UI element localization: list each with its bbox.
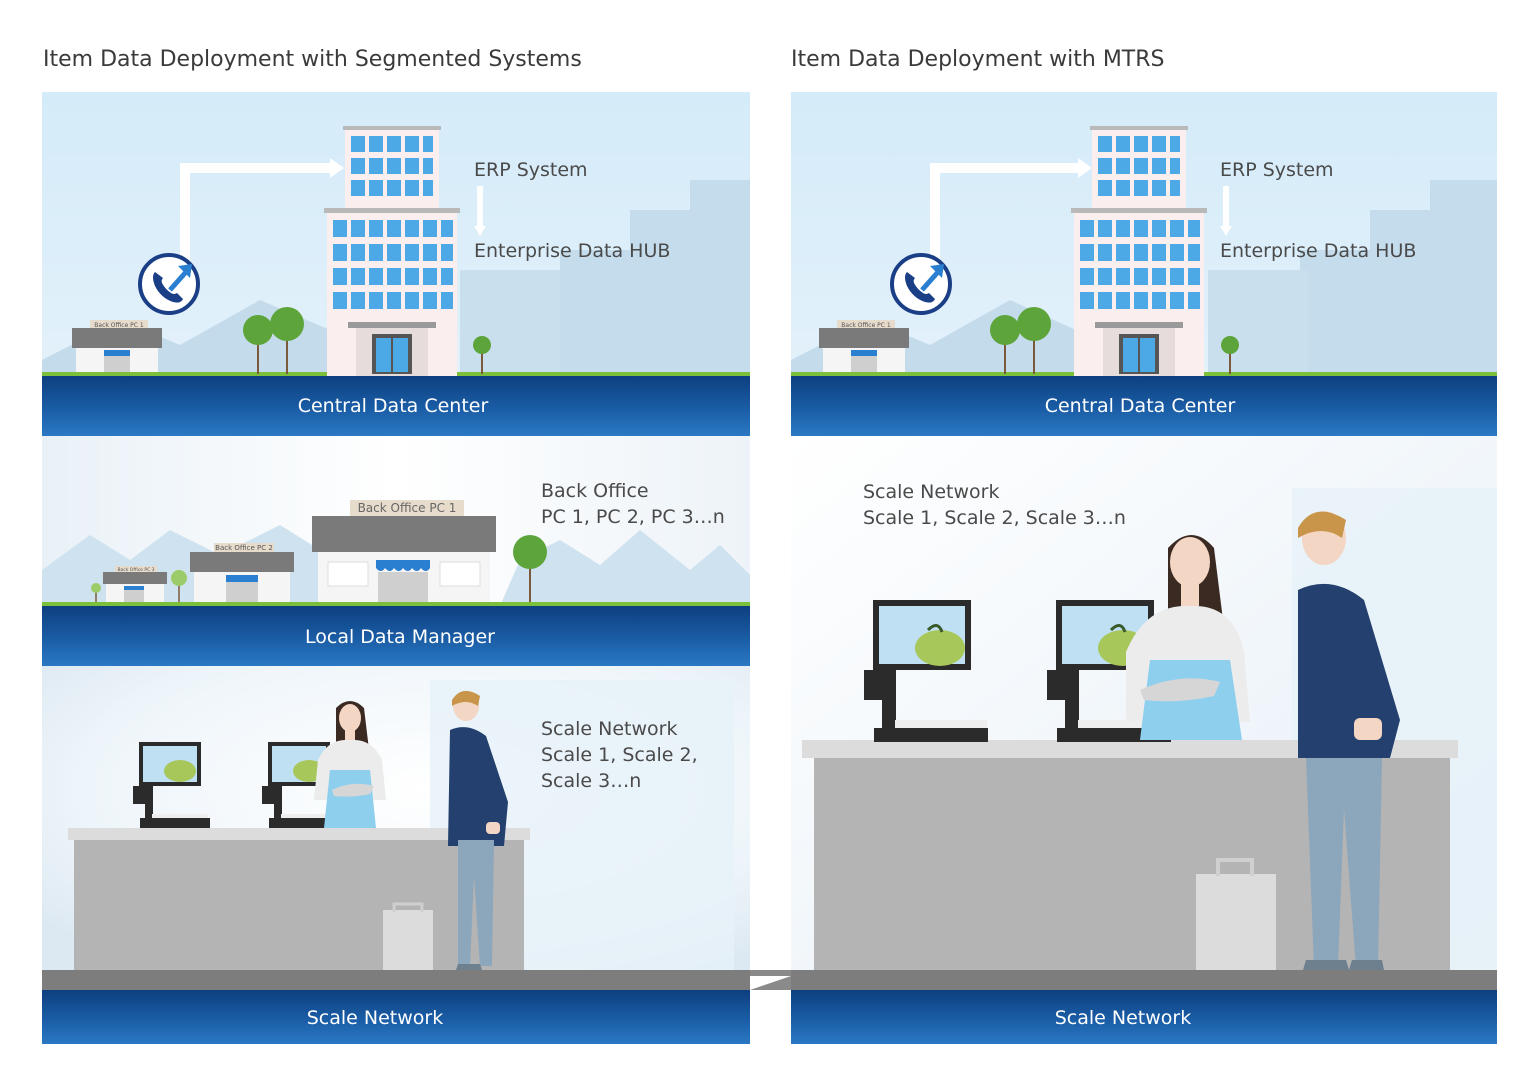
left-scale-line1: Scale 1, Scale 2,	[541, 744, 698, 766]
left-central-scene: Back Office PC 1 ERP System Enterprise D…	[42, 92, 750, 376]
left-band-scale: Scale Network	[42, 990, 750, 1044]
back-office-pcs: PC 1, PC 2, PC 3…n	[541, 506, 725, 528]
right-band-central: Central Data Center	[791, 376, 1497, 462]
right-hub-label: Enterprise Data HUB	[1220, 240, 1416, 262]
left-band-local-label: Local Data Manager	[305, 626, 495, 648]
sign-pc1: Back Office PC 1	[358, 501, 457, 515]
right-scale-line1: Scale 1, Scale 2, Scale 3…n	[863, 507, 1126, 529]
right-band-scale-label: Scale Network	[1055, 1007, 1192, 1029]
left-band-scale-label: Scale Network	[307, 1007, 444, 1029]
left-scale-title: Scale Network	[541, 718, 678, 740]
phone-transfer-icon	[138, 253, 200, 315]
right-central-scene: Back Office PC 1 ERP System Enterprise D…	[791, 92, 1497, 376]
phone-transfer-icon	[890, 253, 952, 315]
left-band-central: Central Data Center	[42, 376, 750, 462]
left-scale-line2: Scale 3…n	[541, 770, 641, 792]
right-band-scale: Scale Network	[791, 990, 1497, 1044]
left-band-local: Local Data Manager	[42, 606, 750, 692]
left-band-central-label: Central Data Center	[298, 395, 489, 417]
left-small-store-sign: Back Office PC 1	[94, 322, 144, 329]
right-scale-scene	[791, 436, 1497, 980]
left-scale-scene	[42, 666, 750, 976]
left-backoffice-scene: Back Office PC 3 Back Office PC 2 Back O…	[42, 436, 750, 606]
left-heading: Item Data Deployment with Segmented Syst…	[43, 47, 582, 72]
right-erp-label: ERP System	[1220, 159, 1334, 181]
left-hub-label: Enterprise Data HUB	[474, 240, 670, 262]
right-scale-title: Scale Network	[863, 481, 1000, 503]
right-small-store-sign: Back Office PC 1	[841, 322, 891, 329]
right-band-central-label: Central Data Center	[1045, 395, 1236, 417]
floor-strip	[42, 970, 1497, 990]
right-heading: Item Data Deployment with MTRS	[791, 47, 1165, 72]
sign-pc2: Back Office PC 2	[215, 544, 273, 552]
left-erp-label: ERP System	[474, 159, 588, 181]
back-office-title: Back Office	[541, 480, 649, 502]
sign-pc3: Back Office PC 3	[117, 567, 154, 573]
